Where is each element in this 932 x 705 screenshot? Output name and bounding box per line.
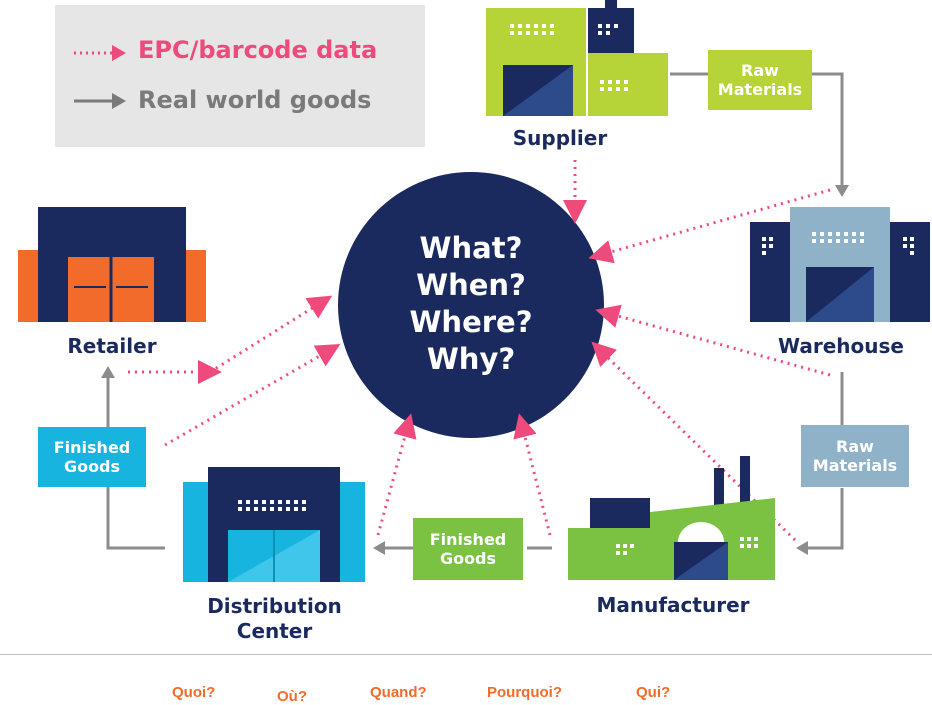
raw-materials-tag-2-line2: Materials — [812, 456, 898, 475]
finished-goods-tag-2-line1: Finished — [53, 438, 131, 457]
center-questions: What? When? Where? Why? — [338, 230, 604, 378]
supplier-label: Supplier — [512, 126, 608, 150]
goods-arrows — [106, 72, 844, 550]
distribution-center-label-line1: Distribution — [207, 594, 342, 618]
data-arrows — [128, 160, 831, 542]
finished-goods-tag-1-line1: Finished — [429, 530, 507, 549]
finished-goods-tag-1-line2: Goods — [439, 549, 497, 568]
raw-materials-tag-1-line2: Materials — [717, 80, 803, 99]
legend-solid-arrow-icon — [74, 93, 126, 109]
legend-box — [55, 5, 425, 147]
footer-question-ou: Où? — [277, 688, 307, 705]
manufacturer-building-icon — [568, 456, 775, 580]
center-question-what: What? — [419, 231, 523, 265]
raw-materials-tag-1-line1: Raw — [741, 61, 779, 80]
footer-question-quoi: Quoi? — [172, 684, 216, 701]
footer-divider — [0, 654, 932, 655]
footer-question-pourquoi: Pourquoi? — [487, 684, 562, 701]
finished-goods-tag-2-line2: Goods — [63, 457, 121, 476]
distribution-center-label: Distribution Center — [172, 594, 377, 644]
raw-materials-tag-2-line1: Raw — [836, 437, 874, 456]
center-question-where: Where? — [409, 305, 533, 339]
retailer-label: Retailer — [67, 334, 157, 358]
center-question-when: When? — [416, 268, 526, 302]
retailer-building-icon — [18, 207, 206, 322]
center-circle — [338, 172, 604, 438]
distribution-center-label-line2: Center — [236, 619, 313, 643]
center-question-why: Why? — [426, 342, 516, 376]
footer-question-qui: Qui? — [636, 684, 671, 701]
legend-dotted-arrow-icon — [74, 45, 126, 61]
distribution-center-building-icon — [183, 467, 365, 582]
warehouse-building-icon — [750, 207, 930, 322]
goods-arrowheads — [101, 185, 849, 555]
legend-epc-label: EPC/barcode data — [138, 36, 378, 64]
manufacturer-label: Manufacturer — [596, 593, 750, 617]
legend-goods-label: Real world goods — [138, 86, 372, 114]
supplier-building-icon — [486, 0, 668, 116]
footer-question-quand: Quand? — [370, 684, 427, 701]
warehouse-label: Warehouse — [778, 334, 904, 358]
